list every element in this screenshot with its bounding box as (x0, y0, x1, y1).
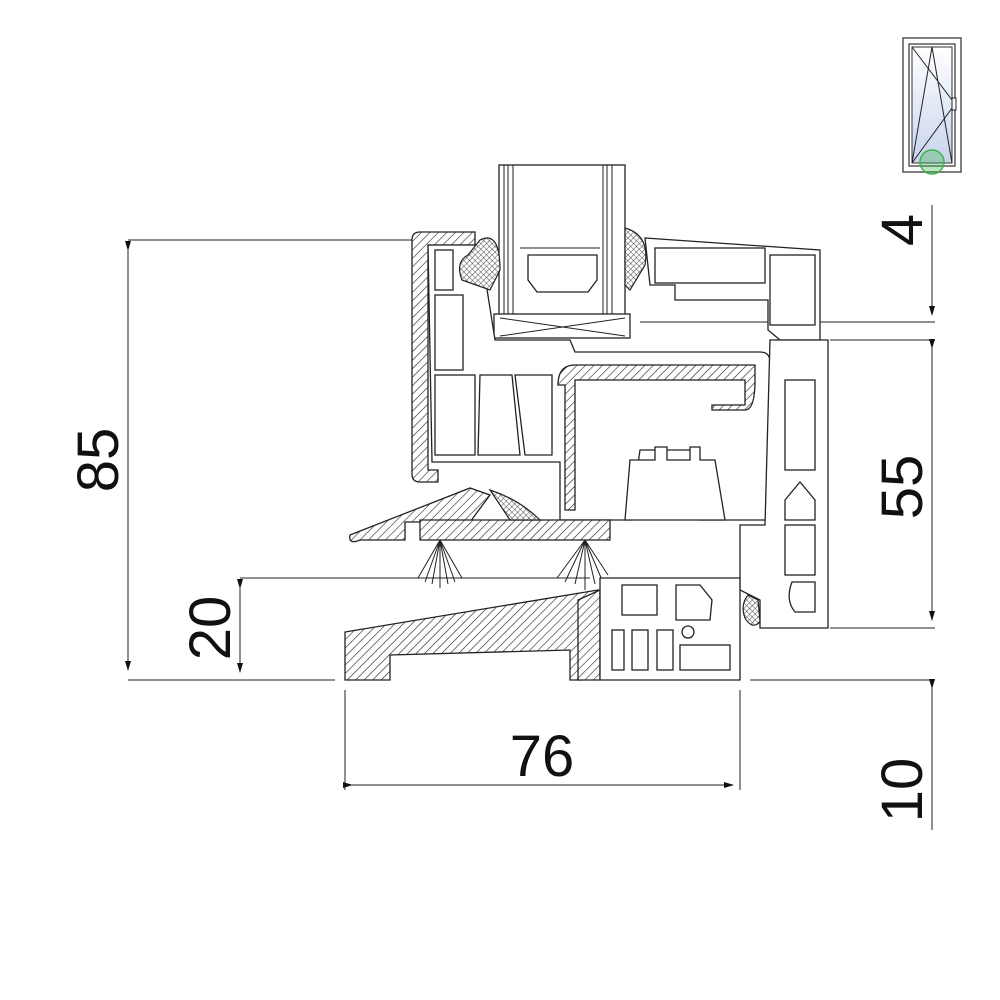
sash-profile (411, 227, 771, 521)
tilt-turn-window-icon (902, 37, 962, 175)
dim-glass-overlap: 4 (870, 214, 935, 246)
brush-seal-left (417, 539, 463, 588)
highlight-marker (919, 149, 945, 175)
dim-sill-width: 76 (510, 724, 575, 789)
sash-bottom (349, 487, 611, 590)
dim-bottom-offset: 10 (870, 758, 935, 823)
brush-seal-right (556, 539, 609, 590)
dim-overall-height: 85 (66, 428, 131, 493)
frame-profile (644, 237, 829, 629)
dim-frame-height: 55 (870, 455, 935, 520)
dim-sill-height: 20 (178, 596, 243, 661)
sill-profile (344, 577, 741, 681)
glass-unit (493, 164, 631, 339)
